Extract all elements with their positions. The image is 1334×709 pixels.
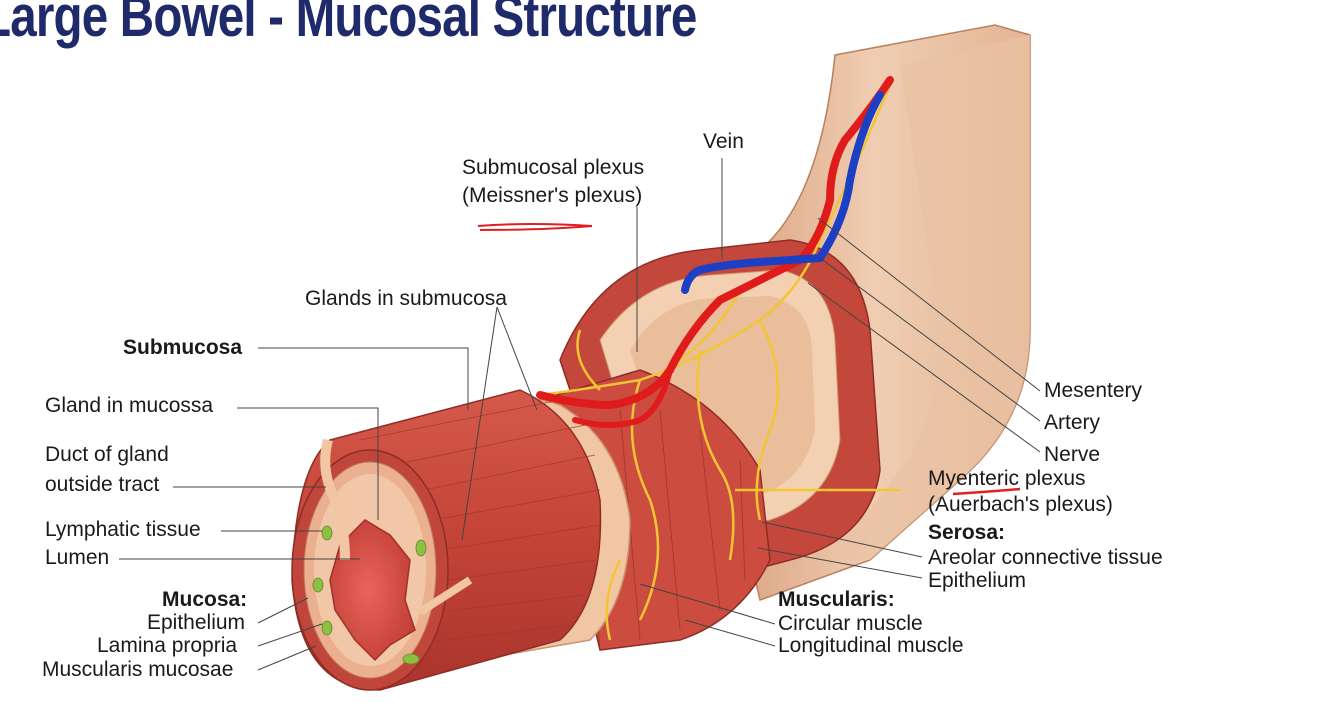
label-lamina-propria: Lamina propria	[97, 634, 238, 657]
label-duct-line2: outside tract	[45, 473, 160, 496]
label-vein: Vein	[703, 130, 744, 153]
annotation-underline-submucosal	[477, 223, 593, 231]
label-circular-muscle: Circular muscle	[778, 612, 923, 635]
label-muscularis-mucosae: Muscularis mucosae	[42, 658, 234, 681]
lymphatic-nodules	[312, 525, 427, 665]
gland-duct	[320, 438, 350, 561]
annotation-underline-myenteric	[952, 487, 1021, 496]
label-myenteric-line1: Myenteric plexus	[928, 467, 1086, 490]
artery-vessel	[536, 76, 894, 410]
label-nerve: Nerve	[1044, 443, 1101, 466]
label-duct-line1: Duct of gland	[45, 443, 169, 466]
label-lymphatic-tissue: Lymphatic tissue	[45, 518, 201, 541]
label-serosa-epithelium: Epithelium	[928, 569, 1027, 592]
label-glands-in-submucosa: Glands in submucosa	[305, 287, 507, 310]
leader-lines	[119, 158, 1041, 671]
vein-vessel	[681, 91, 884, 294]
label-areolar: Areolar connective tissue	[928, 546, 1163, 569]
label-muscularis-heading: Muscularis:	[778, 588, 895, 611]
label-mesentery: Mesentery	[1044, 379, 1143, 402]
label-submucosa: Submucosa	[123, 336, 243, 359]
label-artery: Artery	[1044, 411, 1101, 434]
gland-duct-branch	[417, 576, 473, 616]
slide-title: Large Bowel - Mucosal Structure	[0, 0, 697, 49]
label-mucosa-heading: Mucosa:	[162, 588, 248, 611]
label-lumen: Lumen	[45, 546, 110, 569]
label-myenteric-line2: (Auerbach's plexus)	[928, 493, 1113, 516]
label-submucosal-plexus-line2: (Meissner's plexus)	[462, 184, 643, 207]
label-serosa-heading: Serosa:	[928, 521, 1006, 544]
label-gland-in-mucossa: Gland in mucossa	[45, 394, 214, 417]
label-epithelium: Epithelium	[147, 611, 246, 634]
label-submucosal-plexus-line1: Submucosal plexus	[462, 156, 645, 179]
label-longitudinal-muscle: Longitudinal muscle	[778, 634, 964, 657]
artery-branch	[572, 367, 673, 428]
